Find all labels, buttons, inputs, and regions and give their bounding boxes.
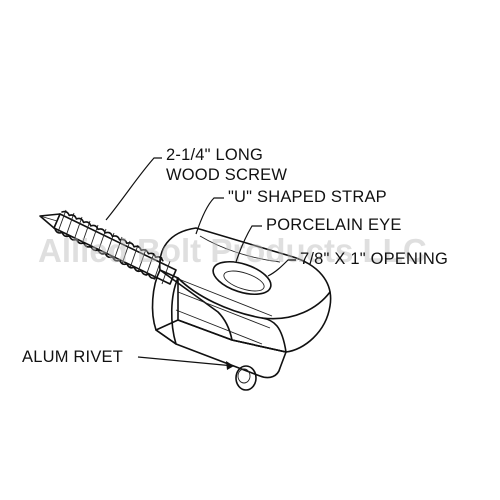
porcelain-eye [212, 260, 272, 296]
opening-leader [267, 259, 296, 277]
rivet-label: ALUM RIVET [22, 348, 123, 366]
u-strap-assembly [151, 227, 332, 379]
screw-threads [54, 209, 171, 285]
strap-label: "U" SHAPED STRAP [228, 188, 387, 206]
watermark-text: Allied Bolt Products LLC [38, 232, 427, 269]
opening-label: 7/8" X 1" OPENING [300, 250, 448, 268]
screw-label-line1: 2-1/4" LONG [166, 146, 263, 164]
rivet-leader [137, 356, 235, 367]
alum-rivet [235, 365, 257, 391]
leader-lines [105, 157, 296, 370]
strap-leader [195, 197, 224, 235]
screw-label-line2: WOOD SCREW [166, 166, 287, 184]
wood-screw [39, 209, 177, 285]
eye-leader [235, 225, 262, 263]
screw-leader [105, 157, 162, 221]
eye-label: PORCELAIN EYE [266, 216, 402, 234]
